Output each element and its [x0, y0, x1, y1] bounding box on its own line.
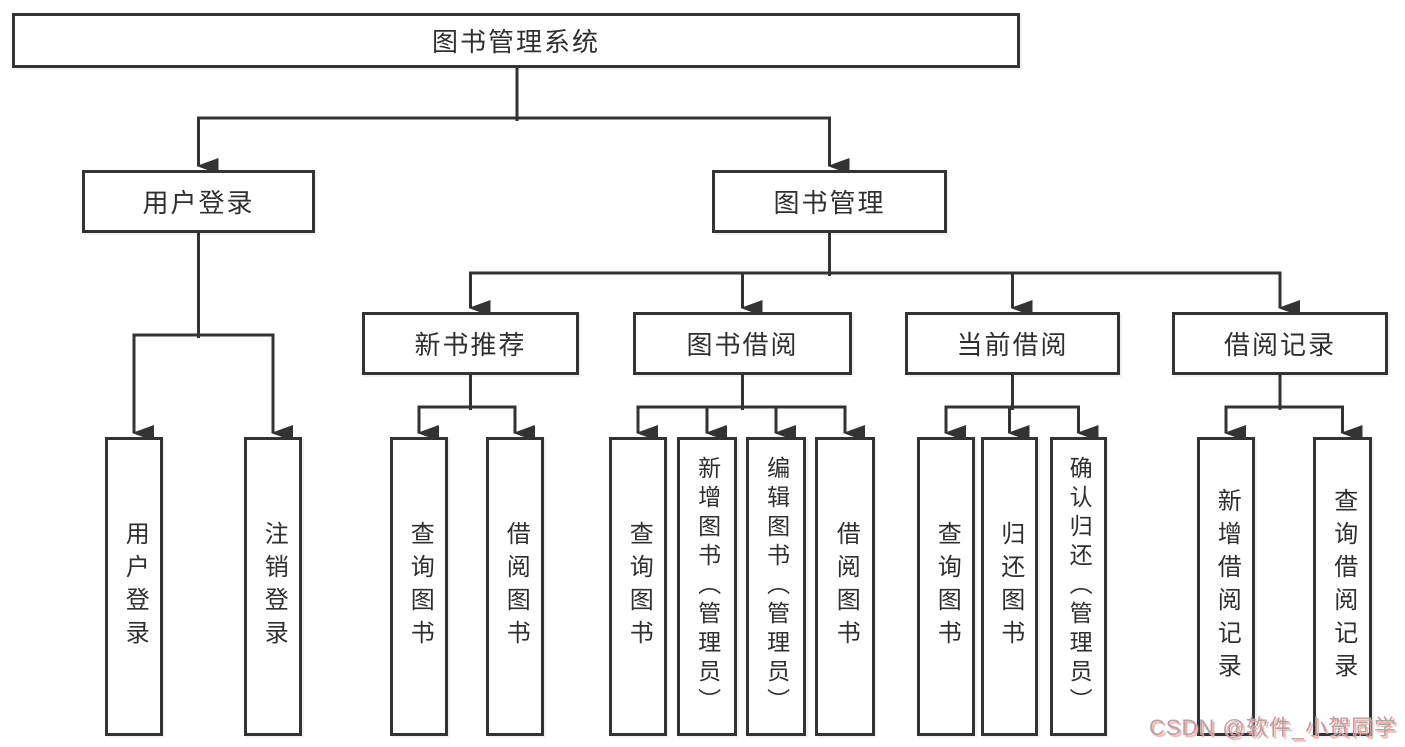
leaf-logout-login: 注销登录	[244, 437, 302, 736]
leaf-add-borrow-record: 新增借阅记录	[1197, 437, 1255, 736]
leaf-query-books-current: 查询图书	[917, 437, 975, 736]
node-book-borrowing: 图书借阅	[633, 312, 852, 375]
node-new-book-recommend: 新书推荐	[362, 312, 579, 375]
leaf-user-login: 用户登录	[105, 437, 163, 736]
node-current-borrowing: 当前借阅	[905, 312, 1120, 375]
leaf-confirm-return-admin: 确认归还（管理员）	[1050, 437, 1107, 736]
node-borrowing-records: 借阅记录	[1172, 312, 1388, 375]
leaf-borrow-books-recommend: 借阅图书	[486, 437, 544, 736]
node-book-management: 图书管理	[712, 170, 947, 233]
node-library-management-system: 图书管理系统	[12, 13, 1020, 68]
csdn-watermark: CSDN @软件_小贺同学	[1148, 715, 1397, 740]
leaf-edit-books-admin: 编辑图书（管理员）	[746, 437, 806, 736]
leaf-query-books-recommend: 查询图书	[390, 437, 448, 736]
node-user-login: 用户登录	[82, 170, 315, 233]
leaf-query-borrow-record: 查询借阅记录	[1313, 437, 1372, 736]
leaf-return-books: 归还图书	[981, 437, 1038, 736]
leaf-add-books-admin: 新增图书（管理员）	[677, 437, 737, 736]
leaf-query-books-borrowing: 查询图书	[609, 437, 667, 736]
leaf-borrow-books-borrowing: 借阅图书	[815, 437, 875, 736]
